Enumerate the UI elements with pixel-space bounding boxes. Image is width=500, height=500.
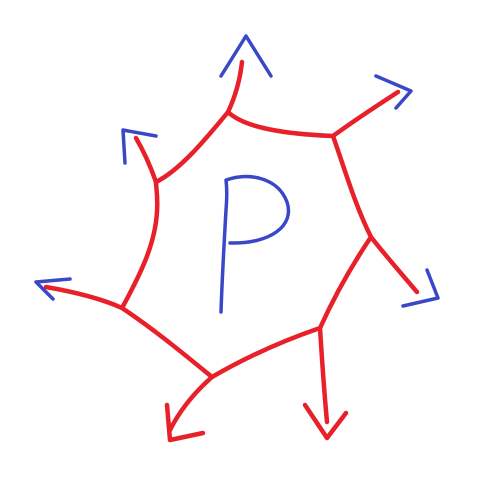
arrowhead-up-right — [374, 74, 413, 110]
arrow-shaft-left — [43, 284, 125, 311]
arrow-shaft-right-down — [368, 234, 420, 295]
arrowhead-down-left — [164, 402, 206, 443]
arrowhead-left — [34, 277, 72, 301]
arrowhead-down — [302, 402, 349, 441]
arrowhead-right-down — [401, 268, 440, 308]
arrow-shaft-up-right — [330, 89, 401, 139]
heptagon-outline — [119, 109, 374, 380]
arrow-shaft-down-left — [167, 374, 215, 433]
arrowhead-up — [219, 34, 273, 78]
letter-p-stroke — [219, 175, 291, 314]
arrow-shaft-up — [225, 59, 245, 115]
arrowhead-up-left — [121, 128, 158, 165]
arrow-shaft-down — [317, 325, 330, 425]
arrow-shaft-up-left — [133, 135, 159, 185]
